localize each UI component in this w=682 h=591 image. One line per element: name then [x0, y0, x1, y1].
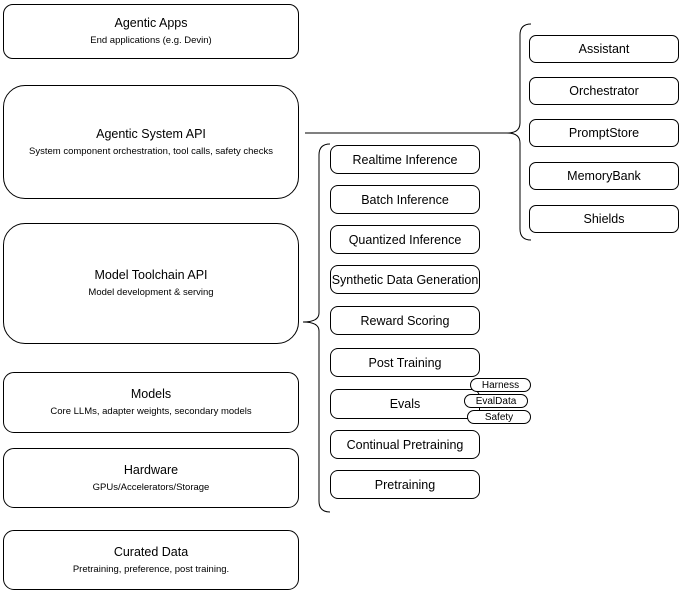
- node-title: Agentic System API: [96, 126, 206, 141]
- node-batch-inference: Batch Inference: [330, 185, 480, 214]
- tag-safety: Safety: [467, 410, 531, 424]
- node-hardware: Hardware GPUs/Accelerators/Storage: [3, 448, 299, 508]
- node-models: Models Core LLMs, adapter weights, secon…: [3, 372, 299, 433]
- node-agentic-apps: Agentic Apps End applications (e.g. Devi…: [3, 4, 299, 59]
- node-subtitle: Core LLMs, adapter weights, secondary mo…: [50, 406, 252, 417]
- node-orchestrator: Orchestrator: [529, 77, 679, 105]
- node-promptstore: PromptStore: [529, 119, 679, 147]
- node-reward-scoring: Reward Scoring: [330, 306, 480, 335]
- node-title: Hardware: [123, 462, 179, 477]
- node-memorybank: MemoryBank: [529, 162, 679, 190]
- tag-harness: Harness: [470, 378, 531, 392]
- node-post-training: Post Training: [330, 348, 480, 377]
- node-title: Agentic Apps: [114, 16, 188, 30]
- node-title: Curated Data: [113, 544, 189, 559]
- node-assistant: Assistant: [529, 35, 679, 63]
- node-subtitle: Model development & serving: [88, 287, 214, 298]
- node-model-toolchain-api: Model Toolchain API Model development & …: [3, 223, 299, 344]
- node-pretraining: Pretraining: [330, 470, 480, 499]
- node-shields: Shields: [529, 205, 679, 233]
- toolchain-group-brace: [302, 143, 331, 513]
- node-subtitle: System component orchestration, tool cal…: [29, 145, 273, 157]
- node-title: Model Toolchain API: [94, 268, 208, 282]
- node-curated-data: Curated Data Pretraining, preference, po…: [3, 530, 299, 590]
- node-synthetic-data-generation: Synthetic Data Generation: [330, 265, 480, 294]
- tag-evaldata: EvalData: [464, 394, 528, 408]
- system-group-brace: [506, 23, 532, 241]
- node-evals: Evals: [330, 389, 480, 419]
- node-realtime-inference: Realtime Inference: [330, 145, 480, 174]
- node-subtitle: Pretraining, preference, post training.: [72, 563, 230, 575]
- node-continual-pretraining: Continual Pretraining: [330, 430, 480, 459]
- node-title: Models: [130, 387, 172, 401]
- node-subtitle: End applications (e.g. Devin): [90, 35, 212, 46]
- node-agentic-system-api: Agentic System API System component orch…: [3, 85, 299, 199]
- node-quantized-inference: Quantized Inference: [330, 225, 480, 254]
- node-subtitle: GPUs/Accelerators/Storage: [92, 481, 210, 493]
